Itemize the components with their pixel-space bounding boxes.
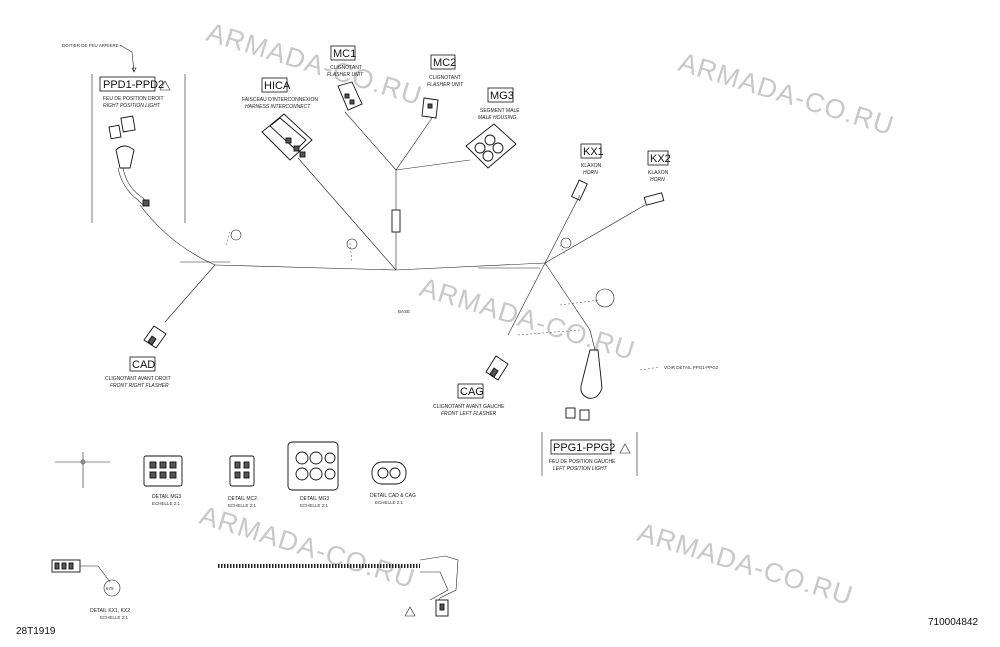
mc1-code: MC1 <box>333 48 356 60</box>
warning-triangle-icon <box>159 80 171 91</box>
detail-mg3-small-sub: ECHELLE 2:1 <box>152 501 181 506</box>
cag-fr: CLIGNOTANT AVANT GAUCHE <box>433 404 505 410</box>
central-junction-part <box>391 209 401 233</box>
ppd-code: PPD1-PPD2 <box>103 79 164 91</box>
cag-connector-part <box>485 355 509 381</box>
mc1-code-box <box>330 45 356 61</box>
cad-fr: CLIGNOTANT AVANT DROIT <box>105 376 171 382</box>
mg3-code: MG3 <box>490 90 514 102</box>
mg3-code-box <box>487 87 514 103</box>
hica-en: HARNESS INTERCONNECT <box>245 104 311 110</box>
cad-code: CAD <box>132 359 155 371</box>
note-top-left: BOITIER DE FEU ARRIERE <box>62 43 119 48</box>
kx2-connector-part <box>643 192 665 206</box>
detail-cad-cag <box>371 461 407 485</box>
bubble-679 <box>103 579 121 597</box>
detail-mg3-title: DETAIL MG3 <box>300 496 329 502</box>
mc2-fr: CLIGNOTANT <box>429 75 461 81</box>
kx1-code: KX1 <box>583 146 604 158</box>
detail-mg3-sub: ECHELLE 2:1 <box>300 503 329 508</box>
cag-en: FRONT LEFT FLASHER <box>441 411 497 417</box>
detail-kx-title: DETAIL KX1, KX2 <box>90 608 130 614</box>
arrow-head <box>131 67 137 73</box>
junction-bubble-2 <box>346 238 358 250</box>
harness-wires <box>139 111 661 371</box>
warning-triangle-icon <box>404 606 416 617</box>
watermark-5: ARMADA-CO.RU <box>634 517 857 611</box>
cad-code-box <box>129 356 156 372</box>
kx2-en: HORN <box>650 177 665 183</box>
junction-bubble-3 <box>560 237 572 249</box>
detail-mg3-small <box>143 455 183 487</box>
watermark-2: ARMADA-CO.RU <box>675 47 898 141</box>
kx1-fr: KLAXON <box>581 163 602 169</box>
detail-kx <box>51 559 111 583</box>
ppg-code: PPG1-PPG2 <box>553 442 615 454</box>
detail-mg3-small-title: DETAIL MG3 <box>152 494 181 500</box>
see-detail-note: VOIR DETAIL PPG1-PPG2 <box>664 365 719 370</box>
ppg-fr: FEU DE POSITION GAUCHE <box>549 459 616 465</box>
hica-connector-part <box>261 113 313 161</box>
detail-kx-sub: ECHELLE 2:1 <box>100 615 129 620</box>
cad-en: FRONT RIGHT FLASHER <box>110 383 169 389</box>
kx1-code-box <box>580 143 602 159</box>
detail-cad-cag-sub: ECHELLE 2:1 <box>375 500 404 505</box>
legend-symbol <box>55 452 110 488</box>
doc-ref: 28T1919 <box>16 626 56 637</box>
ppd-fr: FEU DE POSITION DROIT <box>103 96 164 102</box>
mc1-en: FLASHER UNIT <box>327 72 364 78</box>
bubble-679-text: 679 <box>106 586 114 591</box>
part-number: 710004842 <box>928 617 978 628</box>
hica-code: HICA <box>264 80 291 92</box>
detail-mc2 <box>229 455 255 487</box>
mg3-connector-part <box>465 123 517 169</box>
detail-mc2-title: DETAIL MC2 <box>228 496 257 502</box>
kx2-fr: KLAXON <box>648 170 669 176</box>
ppd-en: RIGHT POSITION LIGHT <box>103 103 161 109</box>
mg3-fr: SEGMENT MALE <box>480 108 520 114</box>
ppg-light-part <box>565 349 603 421</box>
cad-connector-part <box>143 325 167 349</box>
hica-fr: FAISCEAU D'INTERCONNEXION <box>242 97 318 103</box>
kx2-code: KX2 <box>650 153 671 165</box>
mc2-code: MC2 <box>433 57 456 69</box>
cag-code: CAG <box>460 386 484 398</box>
ppd-light-part <box>108 115 150 207</box>
cag-code-box <box>457 383 484 399</box>
mc2-en: FLASHER UNIT <box>427 82 464 88</box>
mg3-en: MALE HOUSING <box>478 115 516 121</box>
kx2-code-box <box>647 150 669 166</box>
note-leader <box>119 44 135 73</box>
detail-mc2-sub: ECHELLE 2:1 <box>228 503 257 508</box>
detail-cad-cag-title: DETAIL CAD & CAG <box>370 493 416 499</box>
splice-bubble <box>595 288 615 308</box>
diagram-title: BASE <box>398 309 410 314</box>
hica-code-box <box>261 77 288 93</box>
watermark-3: ARMADA-CO.RU <box>416 272 639 366</box>
ppg-code-box <box>550 439 612 455</box>
detail-mg3 <box>287 441 339 491</box>
bottom-harness-segment <box>218 555 459 617</box>
mc2-connector-part <box>421 97 439 119</box>
mc1-connector-part <box>337 81 363 111</box>
junction-bubble-1 <box>230 229 242 241</box>
kx1-connector-part <box>570 179 588 201</box>
warning-triangle-icon <box>619 443 631 454</box>
ppg-en: LEFT POSITION LIGHT <box>553 466 608 472</box>
ppd-code-box <box>99 76 156 92</box>
mc1-fr: CLIGNOTANT <box>330 65 362 71</box>
mc2-code-box <box>430 54 456 70</box>
kx1-en: HORN <box>583 170 598 176</box>
watermark-4: ARMADA-CO.RU <box>196 500 419 594</box>
